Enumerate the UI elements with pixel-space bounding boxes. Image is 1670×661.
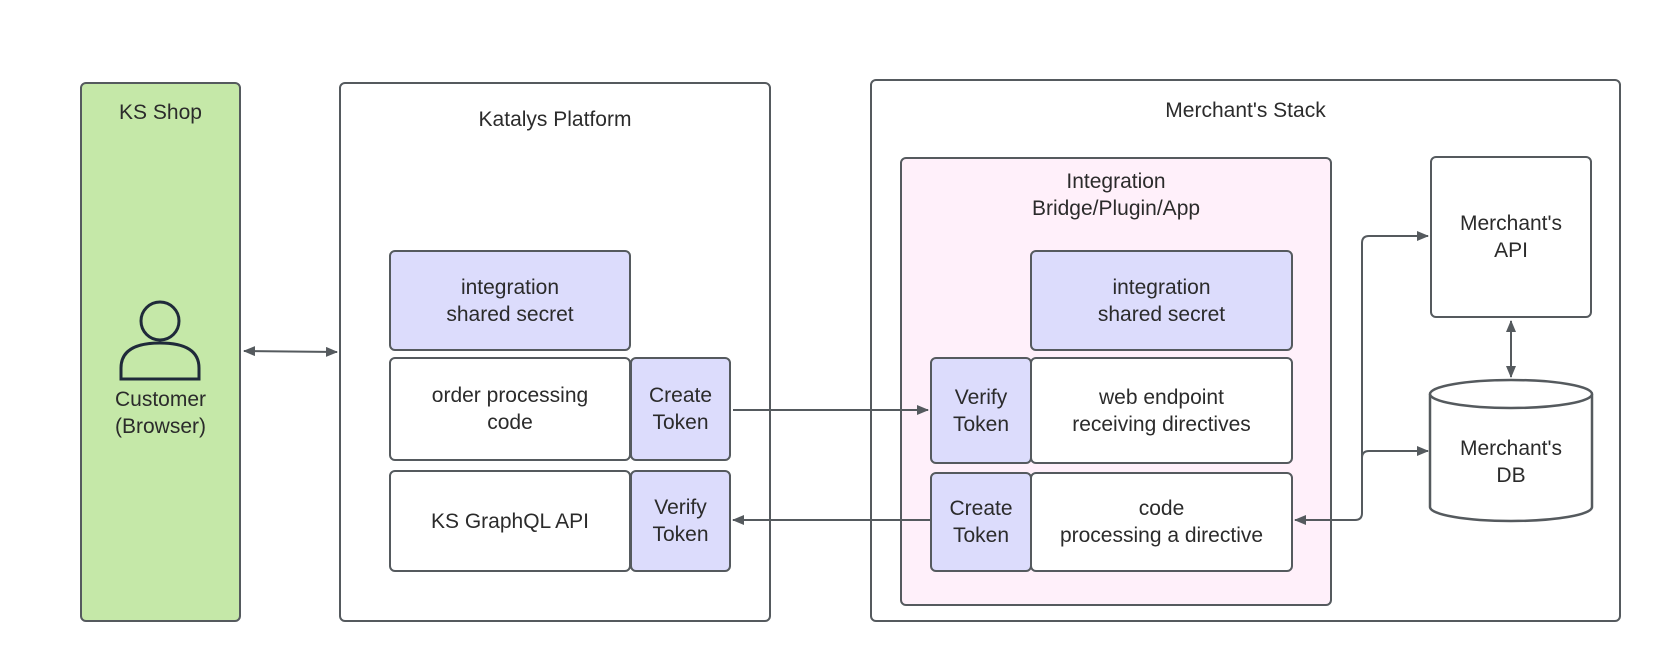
integration-verify-token: Verify Token xyxy=(930,357,1032,464)
order-processing-code: order processing code xyxy=(389,357,631,461)
ks-shop-container: KS Shop xyxy=(80,82,241,622)
platform-verify-token: Verify Token xyxy=(630,470,731,572)
database-icon xyxy=(1428,378,1594,523)
customer-label: Customer (Browser) xyxy=(114,388,207,438)
merchants-db-label: Merchant's DB xyxy=(1459,437,1563,487)
shop-platform-arrow xyxy=(243,346,338,357)
merchants-api: Merchant's API xyxy=(1430,156,1592,318)
web-endpoint-receiving-directives: web endpoint receiving directives xyxy=(1030,357,1293,464)
code-to-db-arrow xyxy=(1361,446,1429,459)
ks-shop-title: KS Shop xyxy=(119,101,202,124)
code-processing-directive: code processing a directive xyxy=(1030,472,1293,572)
user-icon xyxy=(119,300,201,381)
integration-bridge-title: Integration Bridge/Plugin/App xyxy=(1031,170,1201,220)
platform-shared-secret: integration shared secret xyxy=(389,250,631,351)
platform-create-token: Create Token xyxy=(630,357,731,461)
katalys-platform-title: Katalys Platform xyxy=(478,108,632,131)
merchants-stack-title: Merchant's Stack xyxy=(1165,99,1326,122)
code-to-api-arrow xyxy=(1294,231,1429,525)
ks-graphql-api: KS GraphQL API xyxy=(389,470,631,572)
integration-shared-secret: integration shared secret xyxy=(1030,250,1293,351)
